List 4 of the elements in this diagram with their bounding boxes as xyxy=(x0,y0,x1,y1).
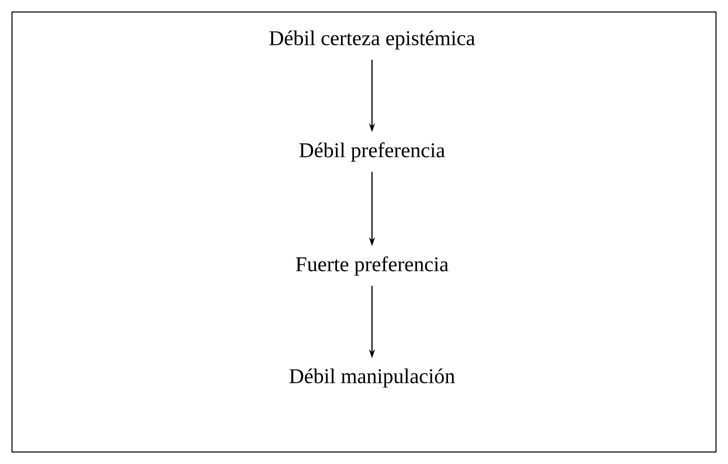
flow-text: Débil preferencia xyxy=(299,142,445,162)
flow-text: Débil manipulación xyxy=(290,368,455,388)
flow-text: Fuerte preferencia xyxy=(296,256,448,276)
flow-text: Débil certeza epistémica xyxy=(269,30,475,50)
